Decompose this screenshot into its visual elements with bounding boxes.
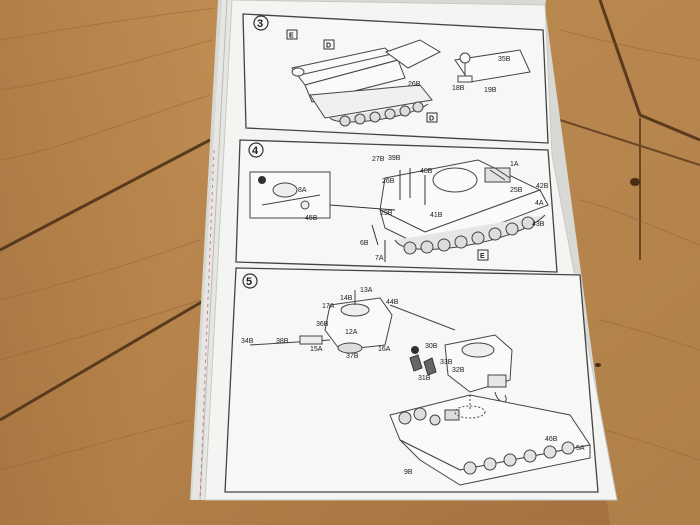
step-4-letter-e: E bbox=[480, 253, 485, 260]
step-4-number: 4 bbox=[252, 145, 259, 157]
part-18b: 18B bbox=[452, 85, 465, 92]
part-29b: 29B bbox=[380, 210, 393, 217]
part-14b: 14B bbox=[340, 295, 353, 302]
part-39b: 39B bbox=[388, 155, 401, 162]
part-25b: 45B bbox=[305, 215, 318, 222]
part-38b: 38B bbox=[276, 338, 289, 345]
part-45b: 25B bbox=[510, 187, 523, 194]
part-36b: 36B bbox=[316, 321, 329, 328]
plank-gap bbox=[0, 138, 211, 252]
callout-a-marker bbox=[258, 176, 266, 184]
part-33b: 33B bbox=[440, 359, 453, 366]
part-16a: 16A bbox=[378, 346, 391, 353]
part-7a: 7A bbox=[375, 255, 384, 262]
part-19b: 19B bbox=[484, 87, 497, 94]
wood-knot bbox=[630, 178, 640, 186]
turret-drawing bbox=[444, 334, 513, 403]
step-3-number: 3 bbox=[257, 18, 263, 30]
part-31b: 31B bbox=[418, 375, 431, 382]
step-3-circle bbox=[253, 15, 269, 31]
step-4-circle bbox=[248, 142, 264, 158]
tank-tracks-drawing bbox=[394, 214, 546, 255]
callout-a-marker-5 bbox=[411, 346, 419, 354]
part-12a: 12A bbox=[345, 329, 358, 336]
part-26b: 26B bbox=[408, 81, 421, 88]
part-46b: 46B bbox=[545, 436, 558, 443]
part-15a: 15A bbox=[310, 346, 323, 353]
step-5-letter-a: A bbox=[413, 349, 417, 355]
plank-gap bbox=[598, 0, 700, 142]
part-27b: 27B bbox=[372, 156, 385, 163]
step-3-letter-d-2: D bbox=[429, 116, 434, 123]
step-5-panel: 5 14B 13A 17A 44B 36B 12A 34B 38B 15A 37… bbox=[224, 267, 599, 493]
plank-gap bbox=[559, 119, 700, 166]
part-35b: 35B bbox=[498, 56, 511, 63]
step-3-letter-d: D bbox=[326, 43, 331, 50]
step-5-circle bbox=[242, 273, 258, 289]
part-13a: 13A bbox=[360, 287, 373, 294]
step-3-panel: 3 E D D bbox=[242, 13, 549, 144]
part-17a: 17A bbox=[322, 303, 335, 310]
part-4a: 4A bbox=[535, 200, 544, 207]
step-3-letter-e: E bbox=[289, 33, 294, 40]
assembled-hull-drawing bbox=[389, 394, 591, 486]
plank-gap bbox=[0, 298, 206, 422]
part-30b: 30B bbox=[425, 343, 438, 350]
turret-subassembly-drawing bbox=[249, 290, 393, 354]
part-32b: 32B bbox=[452, 367, 465, 374]
part-34b: 34B bbox=[241, 338, 254, 345]
step-4-panel: 4 A 8A 45B bbox=[235, 139, 558, 273]
tank-hull-drawing bbox=[379, 159, 549, 251]
part-6b: 6B bbox=[360, 240, 369, 247]
part-1a: 1A bbox=[510, 161, 519, 168]
leader-line bbox=[389, 304, 456, 331]
part-44b: 44B bbox=[386, 299, 399, 306]
part-37b: 37B bbox=[346, 353, 359, 360]
step-4-letter-a: A bbox=[260, 179, 264, 185]
part-43b: 43B bbox=[532, 221, 545, 228]
hull-upper-drawing bbox=[291, 47, 406, 103]
wood-knot bbox=[595, 363, 601, 367]
hull-lower-drawing bbox=[309, 84, 433, 127]
step-3-detail-parts bbox=[384, 39, 531, 83]
part-5a: 5A bbox=[576, 445, 585, 452]
part-40b: 40B bbox=[420, 168, 433, 175]
part-8a: 42B bbox=[536, 183, 549, 190]
part-9b: 9B bbox=[404, 469, 413, 476]
part-26b-step4: 26B bbox=[382, 178, 395, 185]
part-42b: 8A bbox=[298, 187, 307, 194]
step-5-number: 5 bbox=[246, 276, 252, 288]
part-41b: 41B bbox=[430, 212, 443, 219]
